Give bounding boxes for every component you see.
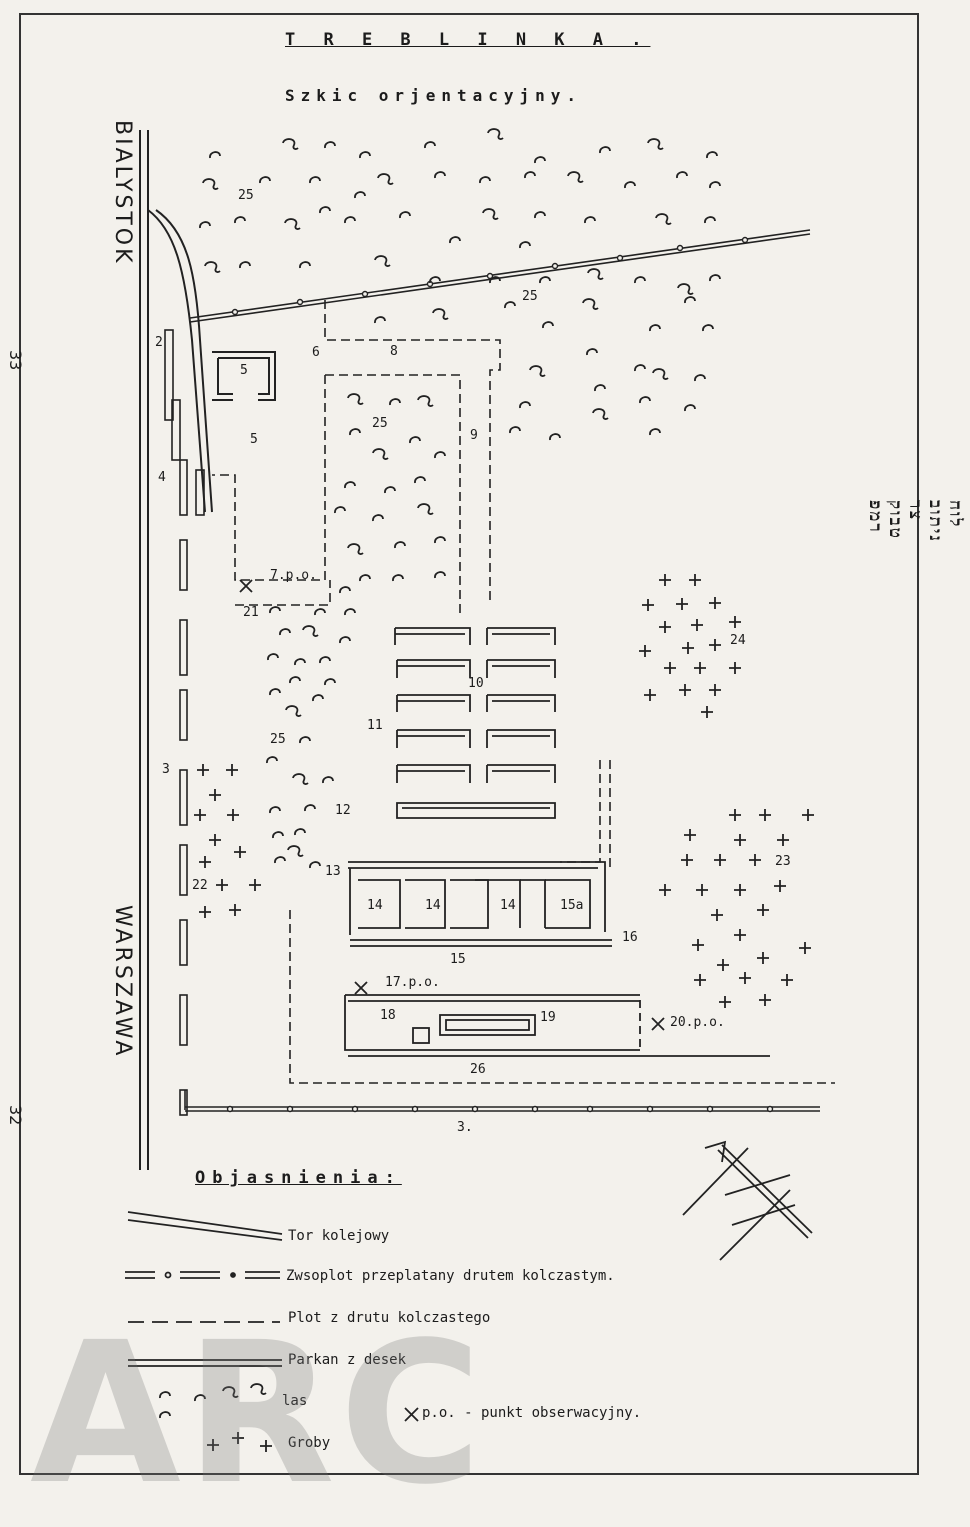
label-17-po: 17.p.o. — [385, 975, 440, 990]
graves — [193, 573, 815, 1009]
label-16: 16 — [622, 930, 638, 945]
label-25: 25 — [238, 188, 254, 203]
label-5: 5 — [250, 432, 258, 447]
legend-wire-fence-label: Plot z drutu kolczastego — [288, 1310, 491, 1326]
label-14: 14 — [367, 898, 383, 913]
label-5: 5 — [240, 363, 248, 378]
compound-18-19 — [344, 994, 770, 1057]
map-title: T R E B L I N K A . — [285, 30, 651, 50]
label-7-po: 7.p.o. — [270, 568, 317, 583]
hebrew-margin-text: לוח ניתוב צר טבוק רמפ — [865, 500, 965, 543]
arc-watermark: ARC — [30, 1300, 487, 1527]
wire-fences — [212, 300, 835, 1084]
label-14: 14 — [425, 898, 441, 913]
legend-symbols — [125, 1211, 283, 1367]
legend-plank-fence-label: Parkan z desek — [288, 1352, 407, 1368]
label-11: 11 — [367, 718, 383, 733]
page-number-bottom: 32 — [6, 1105, 25, 1126]
page-number-top: 33 — [6, 350, 25, 371]
label-3: 3 — [162, 762, 170, 777]
label-25: 25 — [372, 416, 388, 431]
label-10: 10 — [468, 676, 484, 691]
label-6: 6 — [312, 345, 320, 360]
label-14: 14 — [500, 898, 516, 913]
label-8: 8 — [390, 344, 398, 359]
label-26: 26 — [470, 1062, 486, 1077]
label-25: 25 — [522, 289, 538, 304]
label-2: 2 — [155, 335, 163, 350]
railway — [139, 130, 213, 1170]
label-24: 24 — [730, 633, 746, 648]
legend-rail-label: Tor kolejowy — [288, 1228, 390, 1244]
label-4: 4 — [158, 470, 166, 485]
barbed-wall-posts — [226, 236, 774, 1113]
label-22: 22 — [192, 878, 208, 893]
label-18: 18 — [380, 1008, 396, 1023]
north-arrow-icon — [682, 1140, 813, 1261]
treblinka-map — [19, 13, 919, 1475]
barracks — [394, 627, 556, 819]
sidings — [164, 329, 205, 1116]
label-12: 12 — [335, 803, 351, 818]
label-warszawa: WARSZAWA — [110, 905, 135, 1059]
building-5 — [212, 351, 276, 401]
legend-observation-icon — [404, 1407, 419, 1422]
label-15: 15 — [450, 952, 466, 967]
legend-heading: Objasnienia: — [195, 1168, 402, 1188]
building-14-block — [348, 861, 612, 947]
barbed-wall — [184, 229, 820, 1112]
label-25: 25 — [270, 732, 286, 747]
label-9: 9 — [470, 428, 478, 443]
page-frame — [19, 13, 919, 1475]
label-23: 23 — [775, 854, 791, 869]
label-bialystok: BIALYSTOK — [110, 120, 135, 266]
label-13: 13 — [325, 864, 341, 879]
label-21: 21 — [243, 605, 259, 620]
label-20-po: 20.p.o. — [670, 1015, 725, 1030]
observation-points — [239, 579, 665, 1031]
label-19: 19 — [540, 1010, 556, 1025]
legend-forest-label: las — [282, 1393, 308, 1409]
label-15a: 15a — [560, 898, 584, 913]
legend-barbed-wall-label: Zwsoplot przeplatany drutem kolczastym. — [286, 1268, 615, 1284]
label-3: 3. — [457, 1120, 473, 1135]
map-subtitle: Szkic orjentacyjny. — [285, 86, 583, 105]
legend-graves-label: Groby — [288, 1435, 331, 1451]
legend-observation-label: p.o. - punkt obserwacyjny. — [422, 1405, 642, 1421]
